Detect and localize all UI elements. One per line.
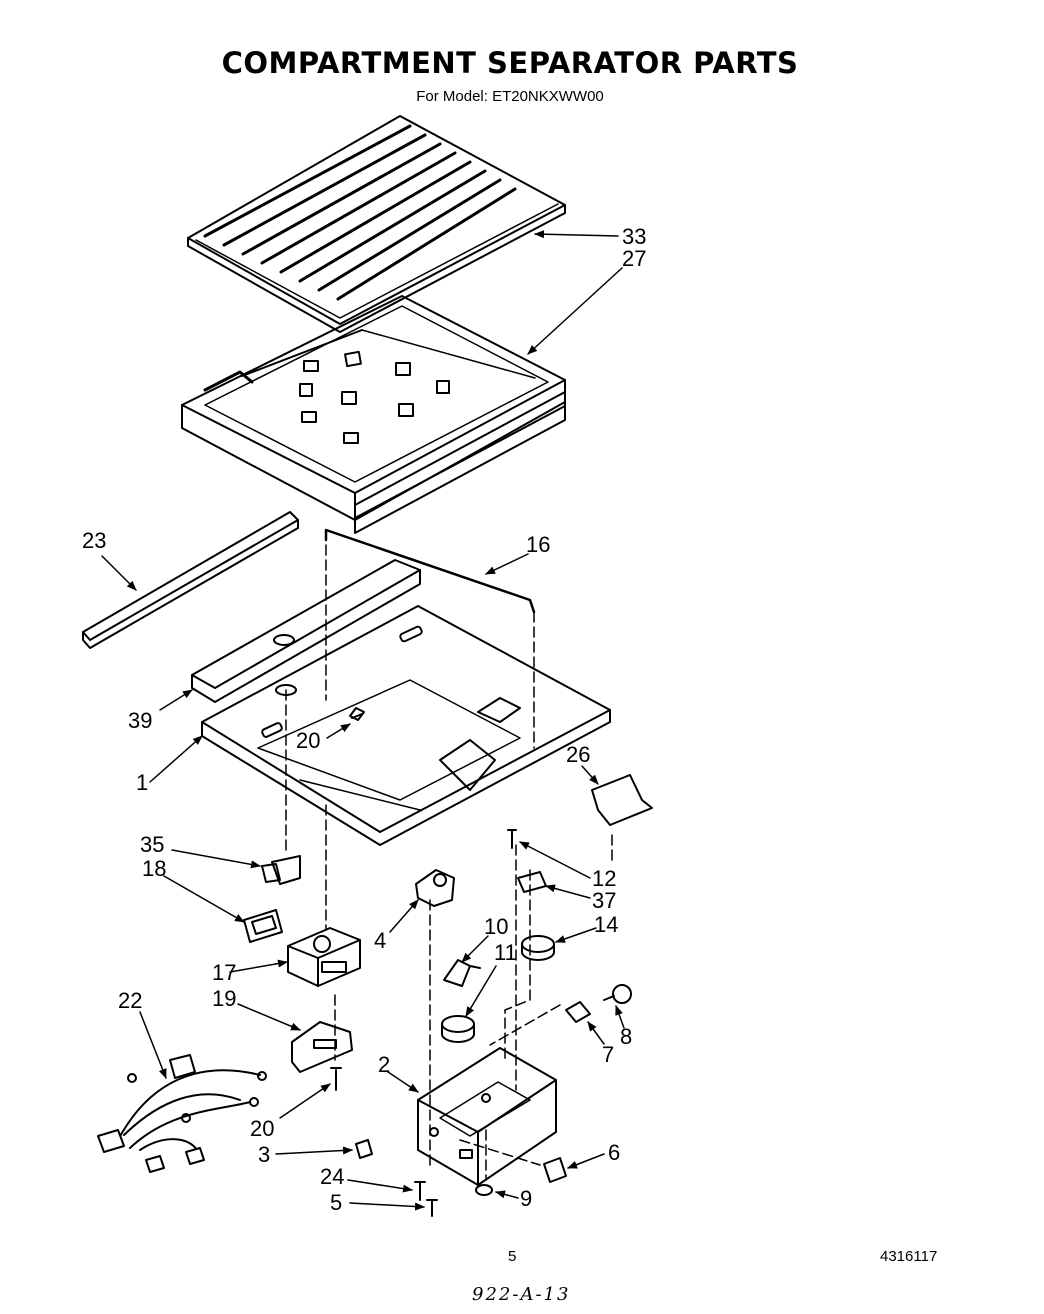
part-20-screw-upper	[349, 707, 365, 721]
part-18-gasket	[243, 909, 283, 943]
part-16-wire	[324, 528, 536, 614]
callout-23: 23	[82, 528, 106, 553]
part-3-switch	[355, 1139, 373, 1159]
callout-35: 35	[140, 832, 164, 857]
part-37-clip	[517, 871, 547, 893]
part-20-screw-lower	[330, 1067, 342, 1091]
part-7-lamp-socket	[565, 1001, 591, 1023]
callout-16: 16	[526, 532, 550, 557]
callout-27: 27	[622, 246, 646, 271]
part-14-knob	[521, 935, 555, 961]
part-35-bracket	[261, 855, 301, 885]
callout-19: 19	[212, 986, 236, 1011]
part-22-wiring-harness	[97, 1054, 267, 1173]
callout-3: 3	[258, 1142, 270, 1167]
handwritten-reference: 922-A-13	[472, 1284, 571, 1305]
part-26-foam-insulation	[591, 774, 653, 826]
part-11-knob	[441, 1015, 475, 1043]
assembly-guide-lines	[285, 544, 613, 1181]
callout-39: 39	[128, 708, 152, 733]
part-5-screw	[426, 1199, 438, 1217]
callout-37: 37	[592, 888, 616, 913]
part-19-housing-cover	[291, 1021, 353, 1073]
model-subtitle: For Model: ET20NKXWW00	[416, 88, 604, 105]
callout-5: 5	[330, 1190, 342, 1215]
part-8-light-bulb	[603, 984, 632, 1004]
callout-22: 22	[118, 988, 142, 1013]
document-number: 4316117	[880, 1248, 938, 1265]
part-10-thermostat	[443, 959, 481, 987]
callout-14: 14	[594, 912, 618, 937]
callout-8: 8	[620, 1024, 632, 1049]
part-24-screw	[414, 1181, 426, 1201]
part-27-separator-cover	[181, 295, 566, 534]
callout-20-upper: 20	[296, 728, 320, 753]
part-6-light-switch	[543, 1157, 567, 1183]
part-33-shelf-grille	[187, 115, 566, 333]
part-23-trim-strip	[82, 511, 299, 649]
page-number: 5	[508, 1248, 517, 1265]
callout-9: 9	[520, 1186, 532, 1211]
callout-20-lower: 20	[250, 1116, 274, 1141]
page-title: COMPARTMENT SEPARATOR PARTS	[221, 46, 799, 80]
callout-2: 2	[378, 1052, 390, 1077]
callout-17: 17	[212, 960, 236, 985]
callout-11: 11	[494, 940, 517, 965]
callout-12: 12	[592, 866, 616, 891]
callout-10: 10	[484, 914, 508, 939]
part-2-control-housing	[417, 1047, 557, 1186]
callout-1: 1	[136, 770, 148, 795]
part-39-foam-block	[191, 559, 421, 703]
part-4-damper-motor	[415, 869, 455, 907]
callout-33: 33	[622, 224, 646, 249]
part-12-shaft	[507, 829, 517, 849]
callout-24: 24	[320, 1164, 344, 1189]
callout-18: 18	[142, 856, 166, 881]
part-17-control-housing	[287, 927, 361, 987]
callout-7: 7	[602, 1042, 614, 1067]
callout-4: 4	[374, 928, 386, 953]
part-9-grommet	[475, 1184, 493, 1196]
callout-6: 6	[608, 1140, 620, 1165]
leader-lines	[101, 230, 625, 1211]
callout-26: 26	[566, 742, 590, 767]
part-1-separator-pan	[201, 605, 611, 846]
